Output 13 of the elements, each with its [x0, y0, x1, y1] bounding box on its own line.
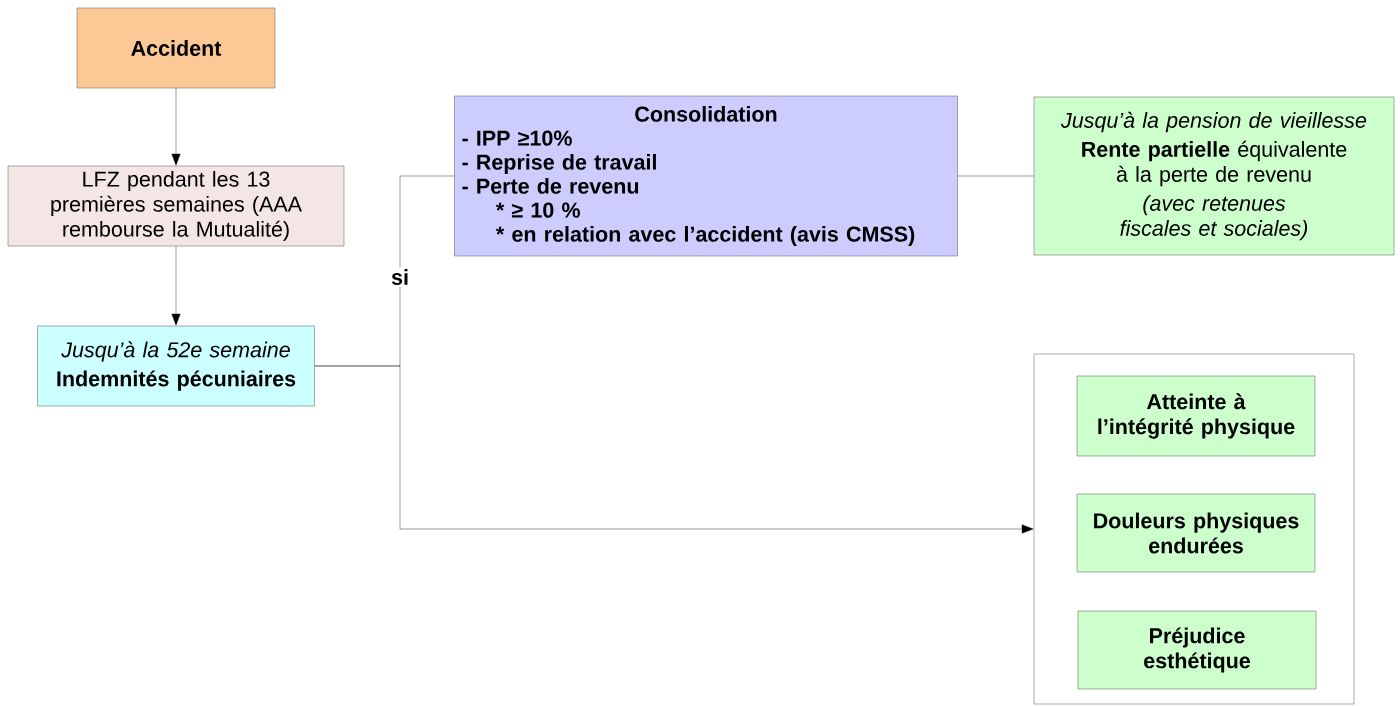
condition-box: Consolidation - IPP ≥10% - Reprise de travail - Perte de revenu * ≥ 10 % * en relation avec l’accident (avis CMSS)	[454, 95, 958, 257]
event-box: Accident	[76, 7, 276, 89]
connector	[171, 88, 181, 166]
outcome-box: Douleurs physiques endurées	[1076, 493, 1316, 573]
connector	[171, 246, 181, 326]
outcome-box: Atteinte à l’intégrité physique	[1076, 375, 1316, 457]
connector	[957, 175, 1034, 177]
connector	[314, 365, 1034, 534]
edge-label: si	[389, 267, 411, 287]
process-box: LFZ pendant les 13 premières semaines (AAA rembourse la Mutualité)	[7, 165, 345, 247]
outcome-box: Jusqu’à la pension de vieillesse Rente partielle équivalente à la perte de revenu (avec retenues fiscales et sociales)	[1033, 96, 1395, 256]
process-box: Jusqu’à la 52e semaine Indemnités pécuniaires	[37, 325, 315, 407]
outcome-box: Préjudice esthétique	[1077, 610, 1317, 690]
